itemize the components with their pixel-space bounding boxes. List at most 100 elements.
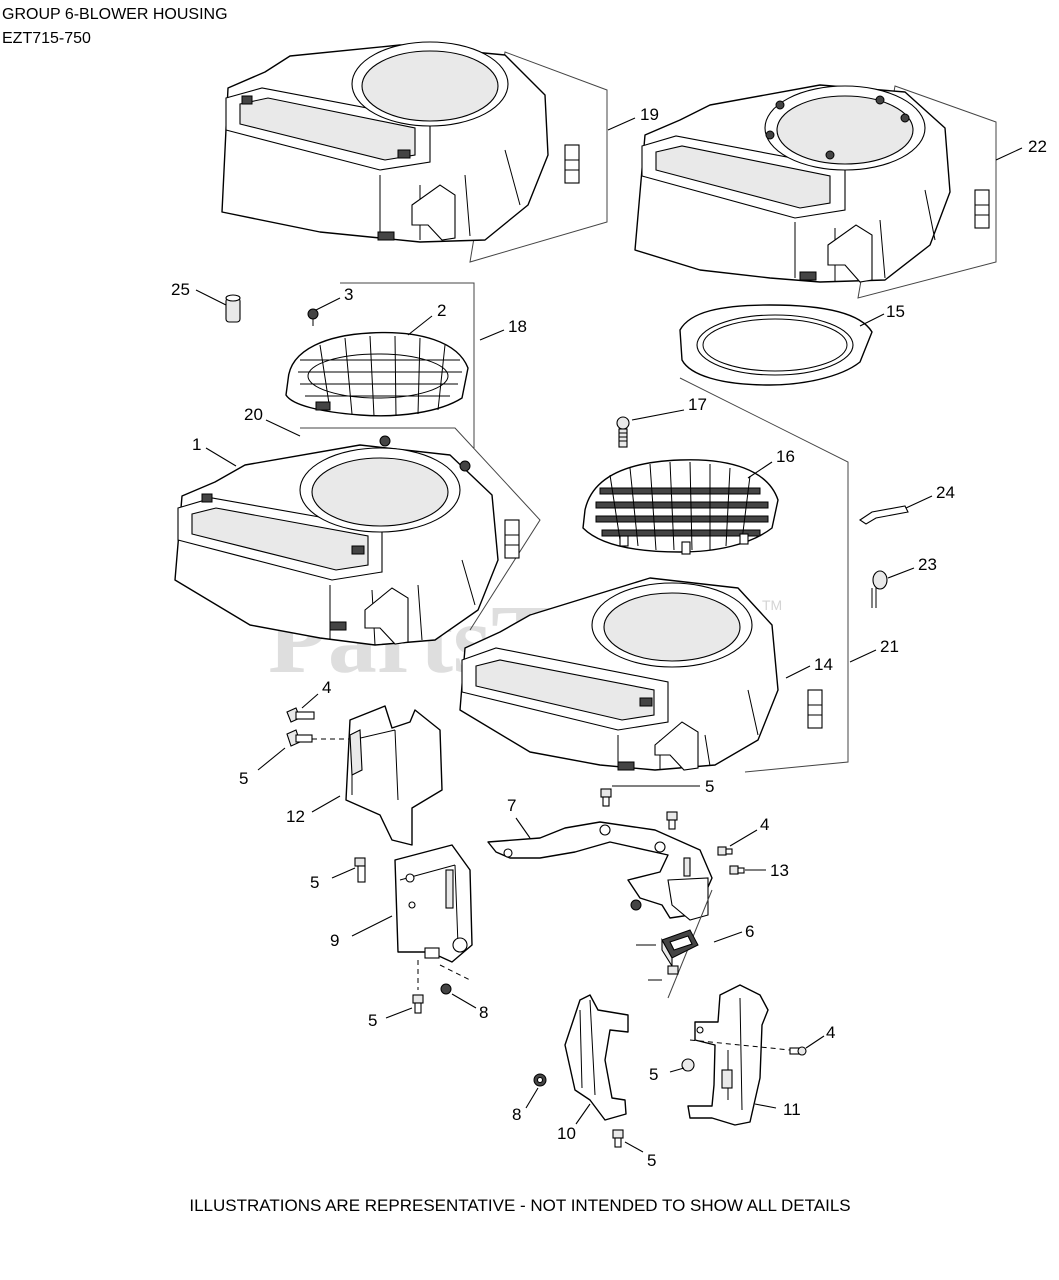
callout-4-right[interactable]: 4 [760, 815, 769, 834]
callout-16[interactable]: 16 [776, 447, 795, 466]
callout-4-upper[interactable]: 4 [322, 678, 331, 697]
bracket-21 [679, 377, 849, 773]
leader-5d [385, 1007, 413, 1019]
callout-4-far-right[interactable]: 4 [826, 1023, 835, 1042]
callout-11[interactable]: 11 [783, 1100, 801, 1119]
part-14-blower-housing[interactable] [459, 577, 823, 771]
part-5-bolt-bottom[interactable] [612, 1129, 624, 1148]
callout-13[interactable]: 13 [770, 861, 789, 880]
leader-4b [729, 829, 758, 847]
part-11-shield[interactable] [687, 984, 769, 1126]
disclaimer-note: ILLUSTRATIONS ARE REPRESENTATIVE - NOT I… [189, 1196, 851, 1215]
callout-5-left[interactable]: 5 [310, 873, 319, 892]
part-6-regulator[interactable] [636, 929, 699, 981]
leader-21 [849, 649, 877, 663]
leader-23 [887, 567, 915, 579]
leader-3 [315, 297, 341, 311]
leader-1 [205, 447, 237, 467]
callout-15[interactable]: 15 [886, 302, 905, 321]
alignment-dashed-line-9b [439, 964, 471, 981]
leader-22 [995, 147, 1023, 161]
part-10-shield[interactable] [564, 994, 629, 1121]
leader-5c [331, 867, 356, 879]
part-5-nut-right[interactable] [681, 1058, 695, 1072]
callout-24[interactable]: 24 [936, 483, 955, 502]
callout-1[interactable]: 1 [192, 435, 201, 454]
callout-10[interactable]: 10 [557, 1124, 576, 1143]
callout-25[interactable]: 25 [171, 280, 190, 299]
model-number: EZT715-750 [2, 30, 91, 47]
part-17-screw[interactable] [616, 416, 630, 448]
callout-23[interactable]: 23 [918, 555, 937, 574]
callout-21[interactable]: 21 [880, 637, 899, 656]
part-9-baffle[interactable] [394, 844, 473, 963]
callout-9[interactable]: 9 [330, 931, 339, 950]
part-3-screw[interactable] [307, 308, 319, 326]
leader-9 [351, 915, 393, 937]
callout-7[interactable]: 7 [507, 796, 516, 815]
leader-25 [195, 289, 227, 306]
leader-4a [301, 693, 319, 709]
leader-11 [754, 1103, 777, 1109]
bracket-18 [340, 282, 475, 448]
part-22-blower-housing[interactable] [634, 84, 997, 299]
part-5-bolt-left[interactable] [354, 857, 366, 883]
part-1-blower-housing[interactable] [174, 435, 520, 646]
callout-19[interactable]: 19 [640, 105, 659, 124]
leader-10 [575, 1103, 591, 1125]
leader-5a [257, 747, 286, 771]
callout-5-center[interactable]: 5 [705, 777, 714, 796]
part-4-bolt-right[interactable] [717, 846, 733, 856]
leader-6 [713, 931, 743, 943]
part-2-rotating-screen[interactable] [285, 331, 469, 417]
callout-14[interactable]: 14 [814, 655, 833, 674]
callout-5-lower[interactable]: 5 [368, 1011, 377, 1030]
diagram-title: GROUP 6-BLOWER HOUSING [2, 6, 228, 23]
part-7-mounting-bracket[interactable] [487, 821, 713, 921]
part-23-clamp[interactable] [871, 570, 888, 608]
leader-7 [515, 817, 531, 839]
part-19-blower-housing[interactable] [221, 41, 608, 263]
callout-8-left[interactable]: 8 [512, 1105, 521, 1124]
leader-19 [607, 117, 636, 131]
part-4-bolt-upper[interactable] [286, 707, 315, 723]
part-24-strap[interactable] [859, 505, 909, 525]
part-5-bolt-center[interactable] [600, 788, 612, 807]
leader-16 [747, 461, 773, 479]
leader-5f [624, 1141, 644, 1153]
part-8-nut-left[interactable] [533, 1073, 547, 1087]
part-12-baffle[interactable] [345, 705, 443, 846]
leader-14 [785, 665, 811, 679]
leader-8b [525, 1087, 539, 1109]
part-15-screen-gasket[interactable] [679, 304, 873, 386]
leader-20 [265, 419, 301, 437]
callout-3[interactable]: 3 [344, 285, 353, 304]
bracket-20 [300, 427, 541, 631]
callout-20[interactable]: 20 [244, 405, 263, 424]
callout-2[interactable]: 2 [437, 301, 446, 320]
leader-4c [805, 1035, 825, 1049]
leader-12 [311, 795, 341, 813]
leader-24 [905, 495, 933, 509]
callout-5-right[interactable]: 5 [649, 1065, 658, 1084]
callout-5-upper[interactable]: 5 [239, 769, 248, 788]
part-13-screw[interactable] [729, 865, 745, 875]
callout-18[interactable]: 18 [508, 317, 527, 336]
callout-6[interactable]: 6 [745, 922, 754, 941]
part-4-bolt-far-right[interactable] [789, 1046, 807, 1056]
leader-15 [859, 313, 885, 327]
callout-8-lower[interactable]: 8 [479, 1003, 488, 1022]
callout-22[interactable]: 22 [1028, 137, 1047, 156]
part-5-bolt-upper[interactable] [286, 729, 313, 747]
callout-5-bottom[interactable]: 5 [647, 1151, 656, 1170]
part-8-nut-lower[interactable] [440, 983, 452, 995]
part-16-grille-screen[interactable] [582, 459, 779, 555]
callout-17[interactable]: 17 [688, 395, 707, 414]
alignment-dashed-line-11 [689, 1039, 791, 1051]
part-25-spacer[interactable] [225, 294, 241, 323]
part-5-bolt-center-right[interactable] [666, 811, 678, 830]
callout-12[interactable]: 12 [286, 807, 305, 826]
watermark-trademark: TM [762, 597, 782, 613]
part-5-bolt-lower[interactable] [412, 994, 424, 1014]
